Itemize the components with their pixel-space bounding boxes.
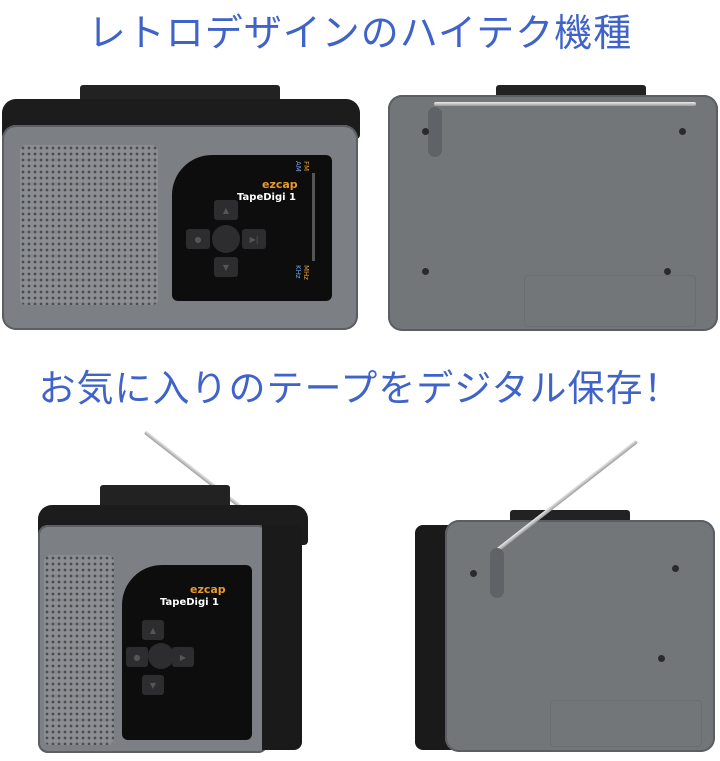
screw (658, 655, 665, 662)
brand-logo: ezcap (262, 178, 298, 191)
device-angled-back-view (410, 430, 720, 760)
headline-bottom: お気に入りのテープをデジタル保存！ (38, 367, 682, 410)
control-panel (172, 155, 332, 301)
tuning-scale (312, 173, 315, 261)
model-name: TapeDigi 1 (160, 597, 219, 608)
battery-cover (550, 700, 702, 747)
mhz-label: MHz (302, 265, 310, 280)
device-body (388, 95, 718, 331)
device-front-view: ezcap TapeDigi 1 FM AM MHz KHz ▲ ▼ ● ▶| (0, 85, 362, 335)
antenna-hinge (428, 107, 442, 157)
screw (664, 268, 671, 275)
down-button[interactable]: ▼ (214, 257, 238, 277)
device-angled-front-view: ezcap TapeDigi 1 ▲ ● ▶ ▼ (30, 425, 310, 760)
screw (470, 570, 477, 577)
record-button[interactable]: ● (126, 647, 148, 667)
screw (672, 565, 679, 572)
screw (679, 128, 686, 135)
center-button[interactable] (212, 225, 240, 253)
khz-label: KHz (294, 265, 302, 279)
record-button[interactable]: ● (186, 229, 210, 249)
antenna-hinge (490, 548, 504, 598)
screw (422, 128, 429, 135)
next-button[interactable]: ▶ (172, 647, 194, 667)
center-button[interactable] (148, 643, 174, 669)
next-button[interactable]: ▶| (242, 229, 266, 249)
speaker-grill (20, 145, 158, 305)
down-button[interactable]: ▼ (142, 675, 164, 695)
antenna (434, 102, 696, 106)
fm-label: FM (302, 161, 310, 172)
am-label: AM (294, 161, 302, 172)
brand-logo: ezcap (190, 583, 226, 596)
speaker-grill (44, 555, 114, 745)
device-back-view (384, 85, 720, 335)
headline-top: レトロデザインのハイテク機種 (87, 11, 633, 55)
model-name: TapeDigi 1 (237, 192, 296, 203)
side-panel (262, 525, 302, 750)
battery-cover (524, 275, 696, 327)
screw (422, 268, 429, 275)
up-button[interactable]: ▲ (142, 620, 164, 640)
up-button[interactable]: ▲ (214, 200, 238, 220)
